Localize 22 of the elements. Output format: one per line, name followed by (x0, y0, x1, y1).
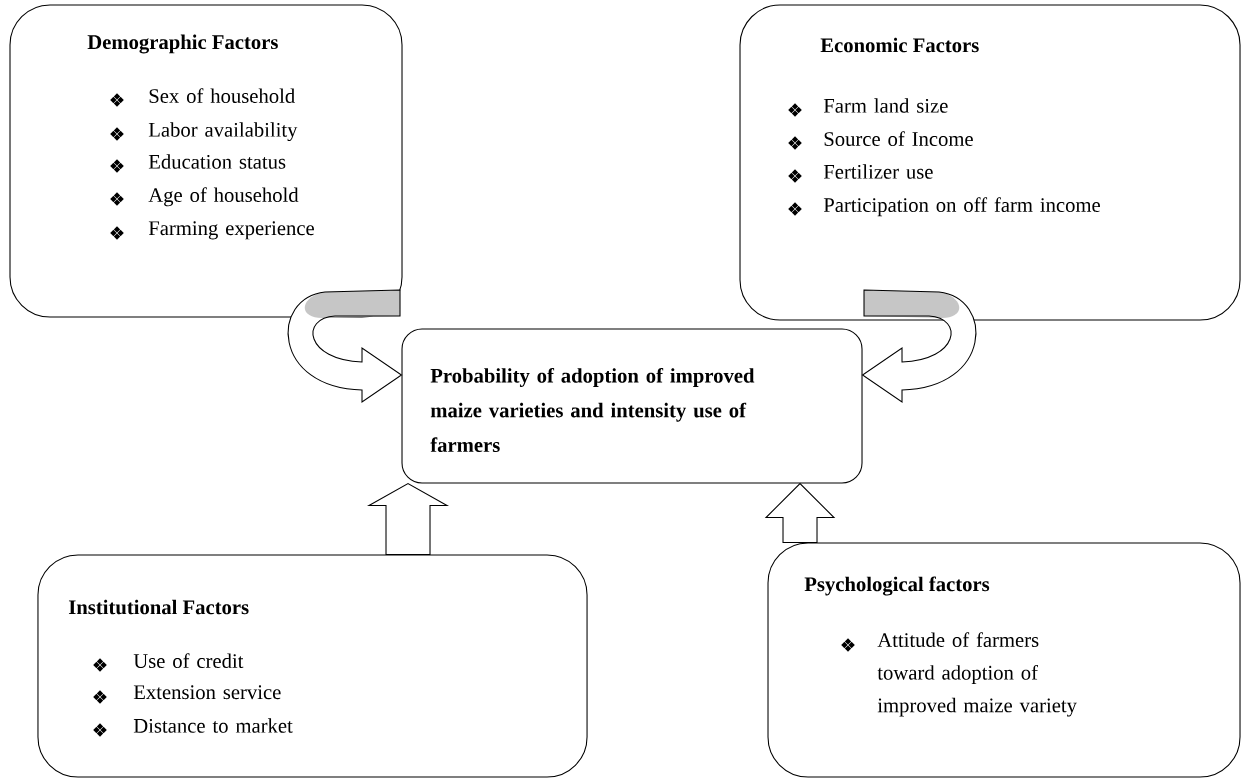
curved-arrow (287, 289, 402, 403)
bullet-text: Use of credit (133, 653, 244, 669)
box-heading: Demographic Factors (87, 34, 278, 54)
box-heading: Economic Factors (820, 37, 979, 53)
bullet-text: Attitude of farmers toward adoption of improved maize variety (877, 632, 1077, 717)
bullet-text: Sex of household (149, 88, 295, 104)
bullet-text: Labor availability (148, 122, 298, 142)
block-arrow (366, 482, 450, 555)
bullet-text: Age of household (148, 187, 299, 207)
bullet-text: Education status (148, 154, 286, 169)
box-text: Probability of adoption of improved maize varieties and intensity use of farmers (430, 367, 755, 453)
curved-arrow (862, 289, 977, 403)
block-arrow (764, 482, 836, 543)
bullet-text: Fertilizer use (823, 164, 933, 179)
bullet-text: Farm land size (823, 98, 948, 113)
bullet-text: Participation on off farm income (823, 197, 1100, 217)
bullet-text: Source of Income (824, 131, 973, 147)
bullet-text: Distance to market (133, 718, 293, 733)
box-heading: Institutional Factors (68, 599, 249, 615)
bullet-text: Farming experience (148, 221, 314, 240)
box-heading: Psychological factors (804, 576, 990, 596)
bullet-text: Extension service (133, 685, 281, 700)
